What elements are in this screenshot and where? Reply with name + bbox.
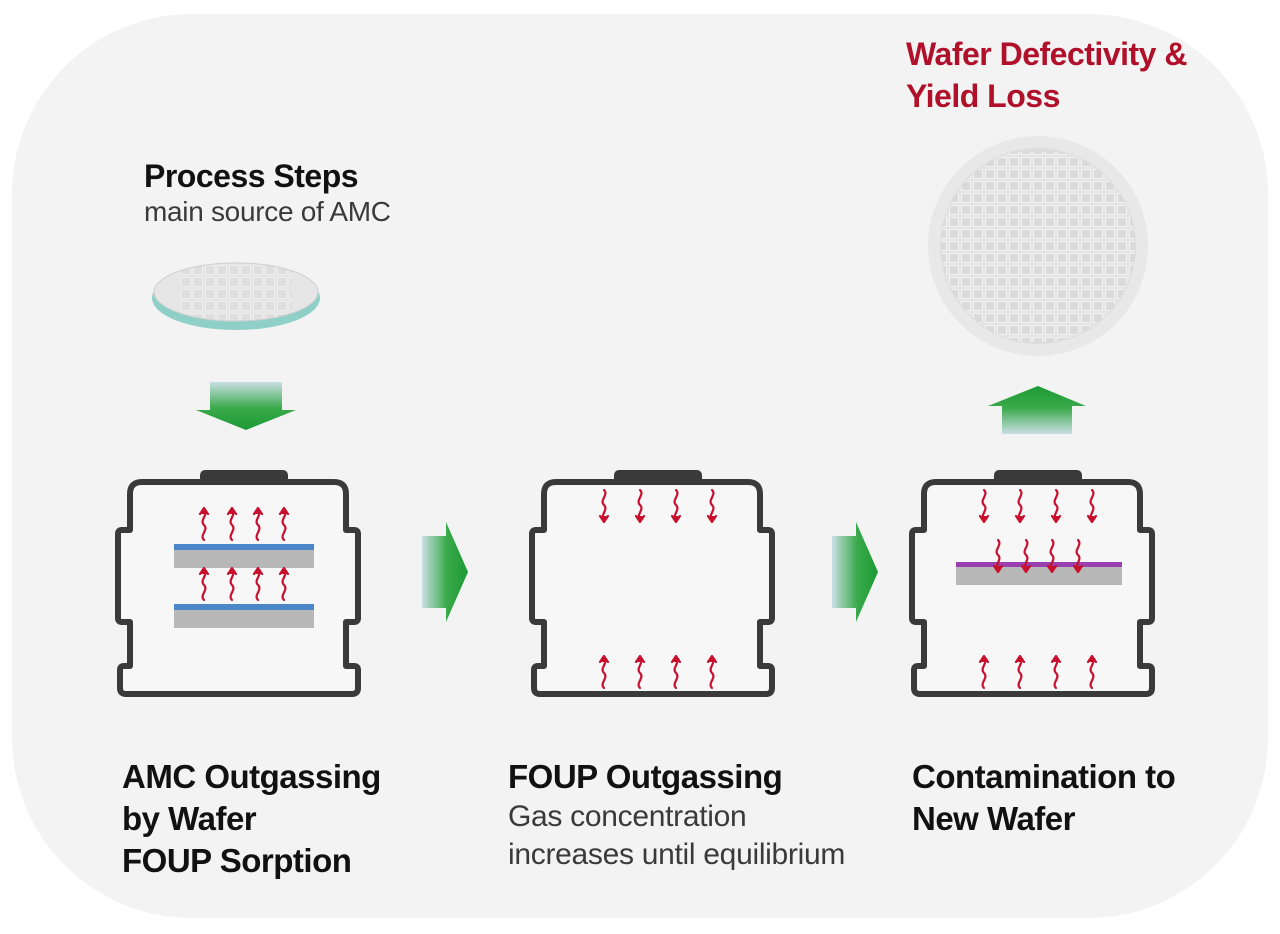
stage3-label-line2: New Wafer — [912, 800, 1075, 837]
defectivity-title-line1: Wafer Defectivity & — [906, 36, 1187, 72]
stage3-label-line1: Contamination to — [912, 758, 1176, 795]
process-steps-subtitle: main source of AMC — [144, 196, 391, 227]
foup-3-icon — [912, 470, 1152, 694]
foup-1-icon — [118, 470, 358, 694]
foup-2-icon — [532, 470, 772, 694]
defective-wafer-icon — [928, 136, 1148, 356]
process-steps-title: Process Steps — [144, 158, 359, 194]
down-flow-arrow-icon — [196, 382, 296, 430]
stage2-desc-line1: Gas concentration — [508, 800, 747, 833]
defectivity-title-line2: Yield Loss — [906, 78, 1060, 114]
stage1-label-line3: FOUP Sorption — [122, 842, 352, 879]
up-flow-arrow-icon — [988, 386, 1086, 434]
stage2-desc-line2: increases until equilibrium — [508, 838, 846, 871]
stage2-title: FOUP Outgassing — [508, 758, 783, 795]
stage1-label-line2: by Wafer — [122, 800, 257, 837]
right-flow-arrow-1-icon — [422, 522, 468, 622]
right-flow-arrow-2-icon — [832, 522, 878, 622]
stage1-label-line1: AMC Outgassing — [122, 758, 381, 795]
process-wafer-icon — [152, 262, 320, 330]
